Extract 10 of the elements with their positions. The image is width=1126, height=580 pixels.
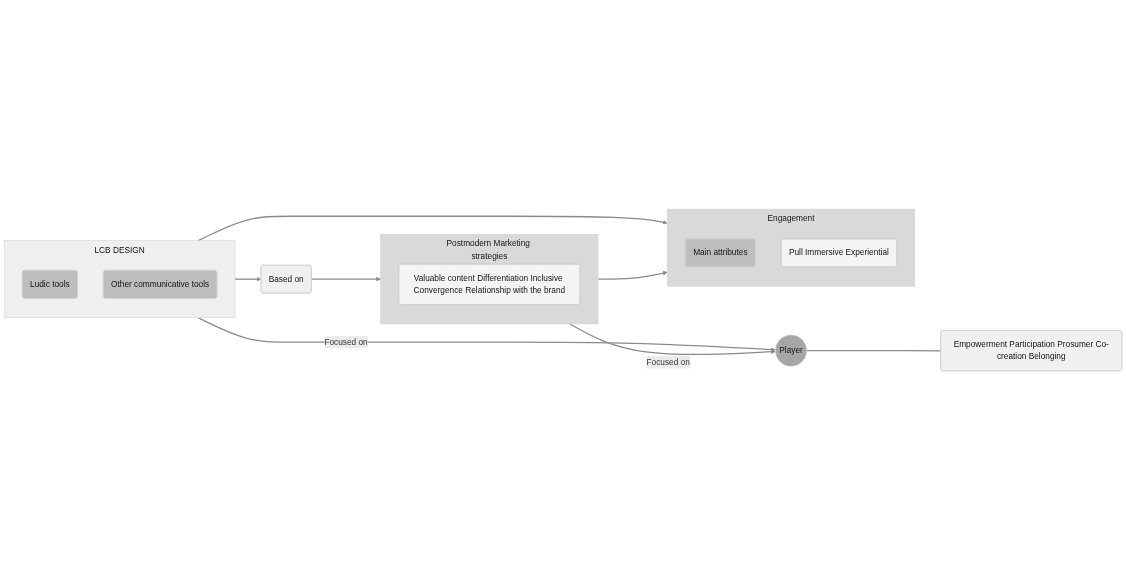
arrow — [569, 323, 776, 356]
arrow — [234, 276, 262, 282]
connector — [806, 350, 942, 352]
arrow — [597, 270, 668, 280]
edge-label: Focused on — [646, 357, 690, 367]
arrow — [197, 317, 776, 352]
edge-label: Focused on — [324, 337, 368, 347]
arrow — [310, 276, 381, 282]
arrow — [197, 215, 668, 242]
node-circle: Player — [775, 334, 807, 367]
